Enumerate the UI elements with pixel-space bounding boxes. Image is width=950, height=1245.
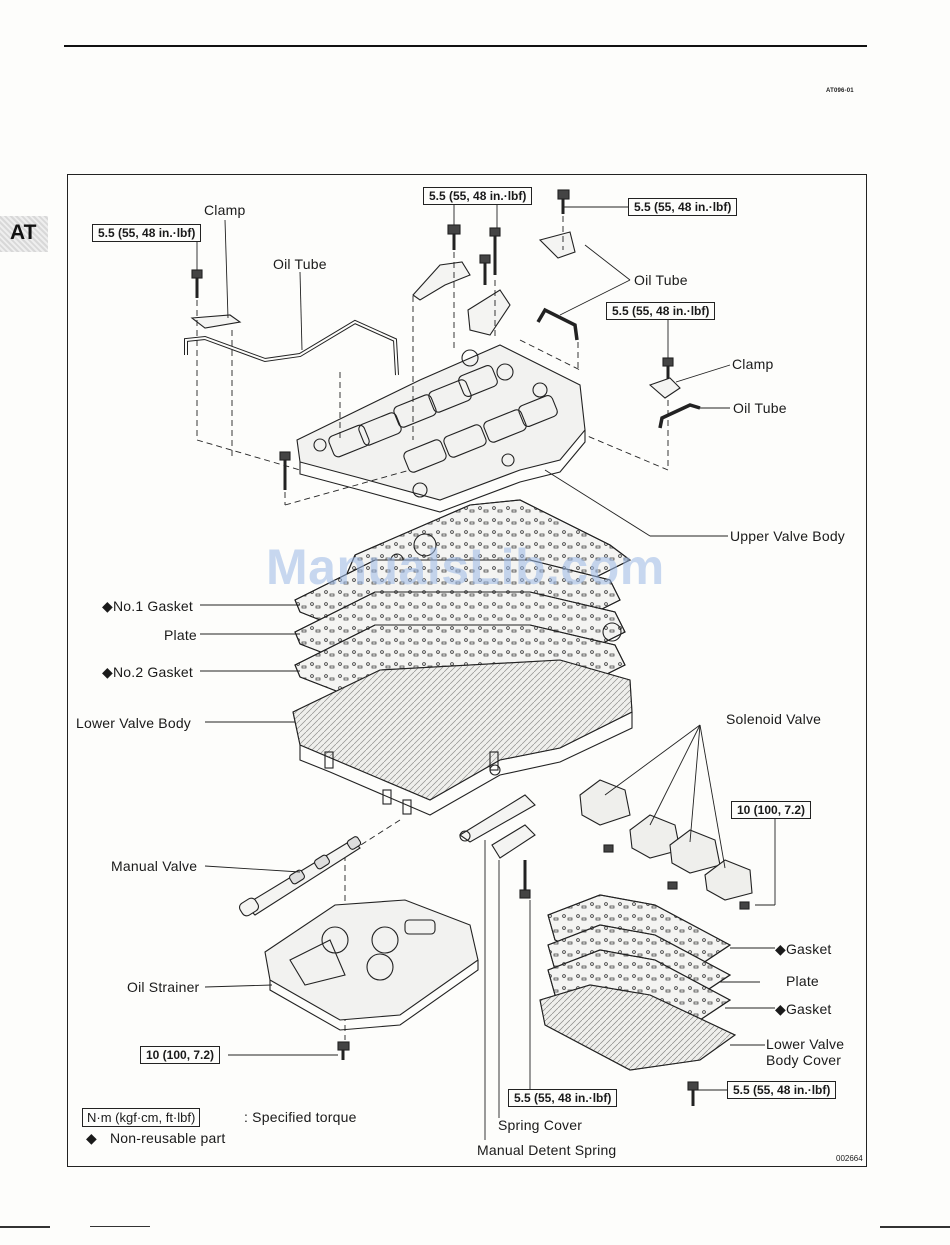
torque-top-left: 5.5 (55, 48 in.·lbf) [92,224,202,242]
torque-strainer: 10 (100, 7.2) [140,1046,221,1064]
legend-symbol: ◆ [86,1130,97,1146]
label-lower-valve-body: Lower Valve Body [76,715,192,731]
side-tab-label: AT [10,221,37,244]
clamp-left [190,314,242,329]
label-manual-detent-spring: Manual Detent Spring [477,1142,617,1158]
doc-code: AT096-01 [826,88,854,94]
legend-torque-unit: N·m (kgf·cm, ft·lbf) [82,1108,201,1127]
oil-tube-right [658,403,701,429]
label-upper-valve-body: Upper Valve Body [730,528,846,544]
torque-top-center: 5.5 (55, 48 in.·lbf) [423,187,533,205]
lower-valve-body-cover-shape [539,984,737,1071]
leader-lines [196,205,776,1140]
label-lower-valve-body-cover-line1: Lower Valve [766,1036,845,1052]
label-plate: Plate [164,627,197,643]
side-tab: AT [0,216,48,252]
clamp-right-shape [648,377,681,399]
label-lower-valve-body-cover-line2: Body Cover [766,1052,842,1068]
spring-cover-bolt [519,860,531,899]
label-spring-cover: Spring Cover [498,1117,583,1133]
valve-spools [313,349,558,498]
oil-tube-mid [536,307,579,341]
bottom-rule-mid [90,1226,150,1227]
torque-top-right: 5.5 (55, 48 in.·lbf) [628,198,738,216]
manual-valve [238,836,362,917]
label-gasket-upper: ◆Gasket [775,941,832,957]
watermark: ManualsLib.com [266,539,665,595]
figure-number: 002664 [836,1154,863,1163]
legend-torque-desc: : Specified torque [244,1109,357,1125]
strainer-bolt [337,1041,350,1060]
label-plate-right: Plate [786,973,819,989]
cover-bolt [687,1081,699,1106]
bottom-rule-left [0,1226,50,1228]
label-oil-tube-left: Oil Tube [273,256,327,272]
label-clamp-top: Clamp [204,202,246,218]
upper-valve-body [296,344,586,513]
label-oil-strainer: Oil Strainer [127,979,200,995]
label-oil-tube-mid: Oil Tube [634,272,688,288]
label-no2-gasket: ◆No.2 Gasket [102,664,193,680]
bottom-rule-right [880,1226,950,1228]
lower-valve-body [292,659,633,816]
diagram-frame [67,174,867,1167]
torque-solenoid: 10 (100, 7.2) [731,801,812,819]
label-no1-gasket: ◆No.1 Gasket [102,598,193,614]
label-manual-valve: Manual Valve [111,858,198,874]
oil-tube-left [184,319,399,376]
solenoid-valves [579,779,753,910]
top-bolts [279,189,674,490]
label-clamp-right: Clamp [732,356,774,372]
label-solenoid-valve: Solenoid Valve [726,711,822,727]
manual-detent-spring-shape [458,794,536,843]
torque-spring-cover: 5.5 (55, 48 in.·lbf) [508,1089,618,1107]
torque-cover-bolt: 5.5 (55, 48 in.·lbf) [727,1081,837,1099]
torque-clamp-right: 5.5 (55, 48 in.·lbf) [606,302,716,320]
header-rule [64,45,867,47]
oil-strainer [264,899,479,1031]
clamp-brackets [412,231,576,336]
bolt-left [191,269,203,298]
spring-cover-shape [491,824,536,859]
legend-non-reusable: Non-reusable part [110,1130,226,1146]
label-gasket-lower: ◆Gasket [775,1001,832,1017]
label-oil-tube-right: Oil Tube [733,400,787,416]
